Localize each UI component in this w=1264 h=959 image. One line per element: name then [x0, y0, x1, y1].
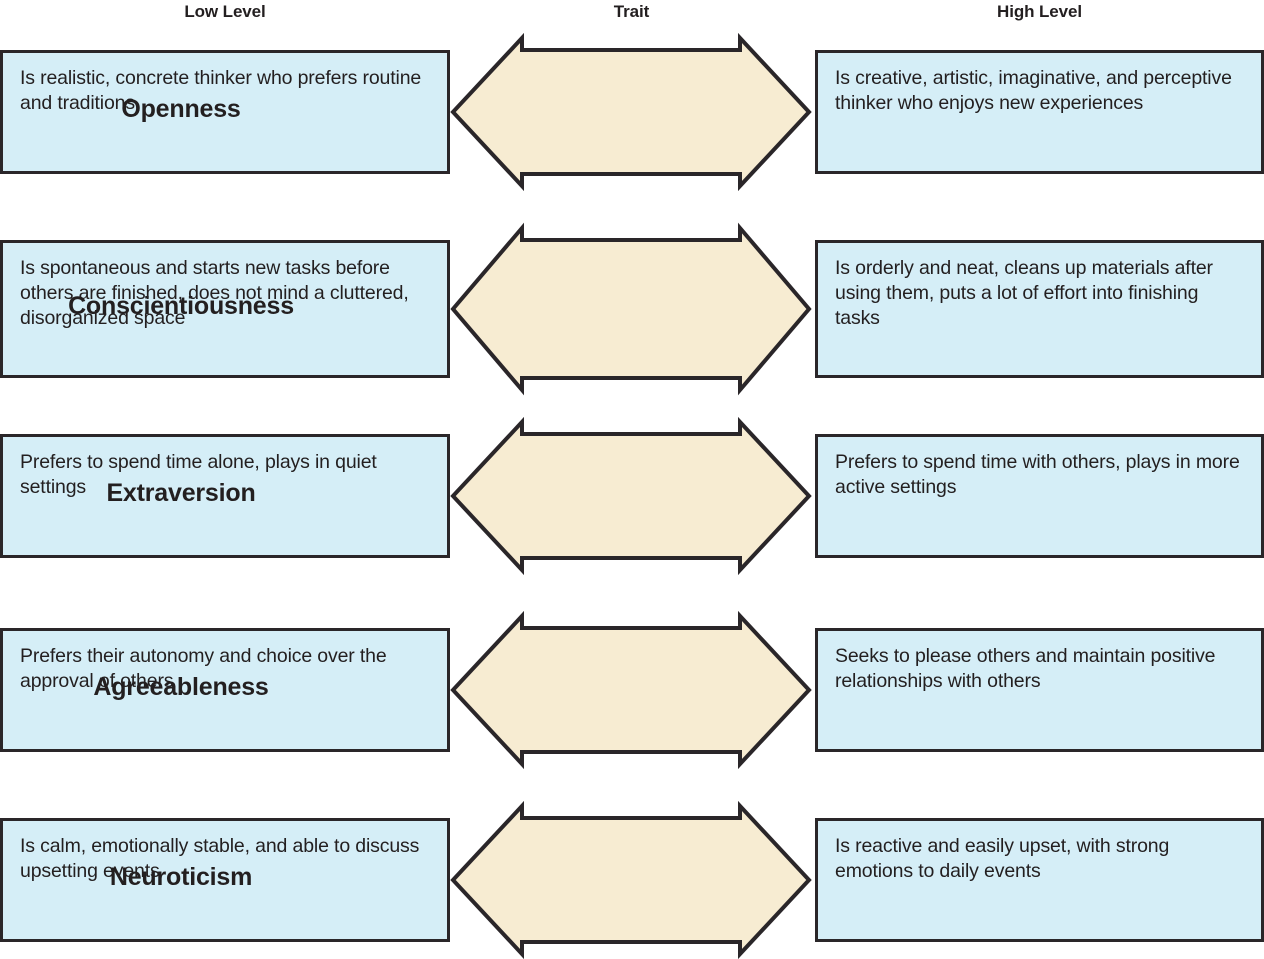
- high-level-description-box: Is reactive and easily upset, with stron…: [815, 818, 1264, 942]
- column-header-low-level: Low Level: [184, 2, 266, 21]
- trait-arrow: [450, 32, 812, 192]
- trait-name-label: Neuroticism: [109, 863, 253, 891]
- high-level-description-box: Is creative, artistic, imaginative, and …: [815, 50, 1264, 174]
- trait-row: Is spontaneous and starts new tasks befo…: [0, 222, 1264, 396]
- double-headed-arrow-icon: [450, 32, 812, 192]
- low-level-description-box: Is calm, emotionally stable, and able to…: [0, 818, 450, 942]
- trait-name-label: Extraversion: [106, 479, 256, 507]
- high-level-description-box: Seeks to please others and maintain posi…: [815, 628, 1264, 752]
- low-level-description-box: Prefers to spend time alone, plays in qu…: [0, 434, 450, 558]
- trait-row: Prefers to spend time alone, plays in qu…: [0, 416, 1264, 576]
- column-header-high-level: High Level: [997, 2, 1082, 21]
- trait-arrow: [450, 610, 812, 770]
- double-headed-arrow-icon: [450, 800, 812, 959]
- column-header-trait: Trait: [613, 2, 650, 21]
- double-headed-arrow-icon: [450, 416, 812, 576]
- double-headed-arrow-icon: [450, 222, 812, 396]
- trait-name-label: Conscientiousness: [68, 292, 294, 320]
- low-level-description-box: Prefers their autonomy and choice over t…: [0, 628, 450, 752]
- column-headers: Low Level Trait High Level: [0, 0, 1264, 28]
- trait-arrow: [450, 800, 812, 959]
- trait-name-label: Agreeableness: [93, 673, 269, 701]
- low-level-description-box: Is spontaneous and starts new tasks befo…: [0, 240, 450, 378]
- double-headed-arrow-icon: [450, 610, 812, 770]
- trait-arrow: [450, 416, 812, 576]
- high-level-description-box: Prefers to spend time with others, plays…: [815, 434, 1264, 558]
- low-level-description-box: Is realistic, concrete thinker who prefe…: [0, 50, 450, 174]
- trait-row: Is realistic, concrete thinker who prefe…: [0, 32, 1264, 192]
- trait-row: Prefers their autonomy and choice over t…: [0, 610, 1264, 770]
- high-level-description-box: Is orderly and neat, cleans up materials…: [815, 240, 1264, 378]
- trait-arrow: [450, 222, 812, 396]
- trait-row: Is calm, emotionally stable, and able to…: [0, 800, 1264, 959]
- trait-name-label: Openness: [121, 95, 241, 123]
